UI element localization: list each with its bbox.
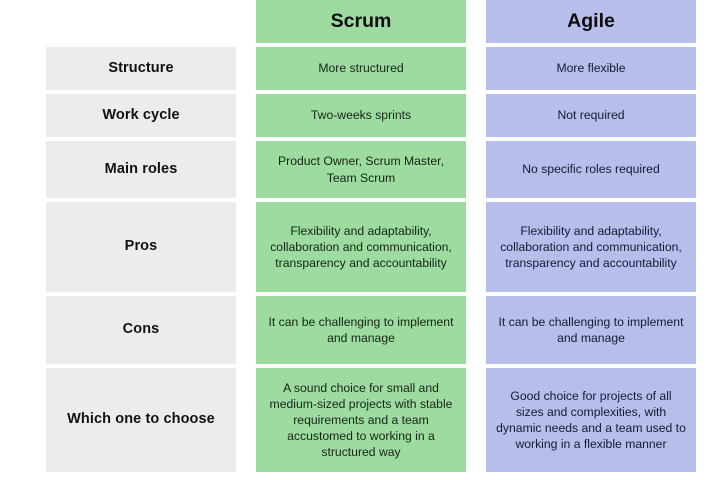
row-label-structure: Structure — [108, 59, 174, 76]
row-cell-scrum-work-cycle: Two-weeks sprints — [256, 94, 466, 137]
row-value-agile-structure: More flexible — [556, 61, 626, 76]
row-gap-b — [466, 296, 486, 364]
table-row: Work cycle Two-weeks sprints Not require… — [0, 94, 720, 137]
row-gap-a — [236, 47, 256, 90]
table-row: Pros Flexibility and adaptability, colla… — [0, 202, 720, 292]
row-value-agile-pros: Flexibility and adaptability, collaborat… — [500, 223, 682, 271]
row-cell-agile-work-cycle: Not required — [486, 94, 696, 137]
header-gap-a — [236, 0, 256, 43]
row-gap-b — [466, 141, 486, 198]
row-value-scrum-which-one-to-choose: A sound choice for small and medium-size… — [269, 380, 453, 460]
header-label-scrum: Scrum — [330, 9, 392, 32]
header-left-spacer — [0, 0, 46, 43]
row-right-spacer — [696, 47, 720, 90]
row-cell-agile-main-roles: No specific roles required — [486, 141, 696, 198]
row-right-spacer — [696, 202, 720, 292]
row-cell-agile-pros: Flexibility and adaptability, collaborat… — [486, 202, 696, 292]
row-value-scrum-main-roles: Product Owner, Scrum Master, Team Scrum — [278, 154, 444, 185]
row-gap-a — [236, 141, 256, 198]
row-cell-scrum-cons: It can be challenging to implement and m… — [256, 296, 466, 364]
row-cell-scrum-structure: More structured — [256, 47, 466, 90]
row-label-main-roles: Main roles — [104, 160, 178, 177]
row-gap-b — [466, 47, 486, 90]
row-value-scrum-work-cycle: Two-weeks sprints — [310, 108, 412, 123]
row-value-agile-work-cycle: Not required — [557, 108, 625, 123]
row-gap-b — [466, 94, 486, 137]
row-cell-scrum-main-roles: Product Owner, Scrum Master, Team Scrum — [256, 141, 466, 198]
table-header-row: Scrum Agile — [0, 0, 720, 43]
row-label-work-cycle: Work cycle — [102, 106, 180, 123]
row-label-cell-cons: Cons — [46, 296, 236, 364]
row-label-cell-pros: Pros — [46, 202, 236, 292]
row-label-cell-which-one-to-choose: Which one to choose — [46, 368, 236, 472]
header-cell-scrum: Scrum — [256, 0, 466, 43]
row-left-spacer — [0, 141, 46, 198]
row-cell-scrum-which-one-to-choose: A sound choice for small and medium-size… — [256, 368, 466, 472]
header-right-spacer — [696, 0, 720, 43]
row-gap-a — [236, 94, 256, 137]
row-left-spacer — [0, 202, 46, 292]
row-left-spacer — [0, 296, 46, 364]
row-gap-b — [466, 368, 486, 472]
table-row: Main roles Product Owner, Scrum Master, … — [0, 141, 720, 198]
row-label-cell-structure: Structure — [46, 47, 236, 90]
header-corner-cell — [46, 0, 236, 43]
row-right-spacer — [696, 141, 720, 198]
row-value-scrum-cons: It can be challenging to implement and m… — [268, 314, 454, 345]
row-right-spacer — [696, 94, 720, 137]
row-gap-b — [466, 202, 486, 292]
row-value-agile-which-one-to-choose: Good choice for projects of all sizes an… — [496, 388, 686, 452]
row-label-cell-main-roles: Main roles — [46, 141, 236, 198]
header-gap-b — [466, 0, 486, 43]
table-row: Cons It can be challenging to implement … — [0, 296, 720, 364]
header-label-agile: Agile — [567, 9, 615, 32]
table-row: Structure More structured More flexible — [0, 47, 720, 90]
row-label-cell-work-cycle: Work cycle — [46, 94, 236, 137]
row-right-spacer — [696, 368, 720, 472]
row-right-spacer — [696, 296, 720, 364]
row-label-cons: Cons — [122, 321, 160, 338]
row-cell-agile-structure: More flexible — [486, 47, 696, 90]
row-cell-scrum-pros: Flexibility and adaptability, collaborat… — [256, 202, 466, 292]
row-gap-a — [236, 296, 256, 364]
row-left-spacer — [0, 368, 46, 472]
row-gap-a — [236, 202, 256, 292]
header-cell-agile: Agile — [486, 0, 696, 43]
row-value-agile-cons: It can be challenging to implement and m… — [498, 314, 684, 345]
row-left-spacer — [0, 94, 46, 137]
row-value-agile-main-roles: No specific roles required — [522, 162, 660, 177]
row-left-spacer — [0, 47, 46, 90]
row-value-scrum-structure: More structured — [318, 61, 404, 76]
table-row: Which one to choose A sound choice for s… — [0, 368, 720, 472]
row-cell-agile-which-one-to-choose: Good choice for projects of all sizes an… — [486, 368, 696, 472]
row-label-which-one-to-choose: Which one to choose — [67, 411, 215, 428]
row-label-pros: Pros — [124, 238, 158, 255]
row-gap-a — [236, 368, 256, 472]
row-value-scrum-pros: Flexibility and adaptability, collaborat… — [270, 223, 452, 271]
row-cell-agile-cons: It can be challenging to implement and m… — [486, 296, 696, 364]
